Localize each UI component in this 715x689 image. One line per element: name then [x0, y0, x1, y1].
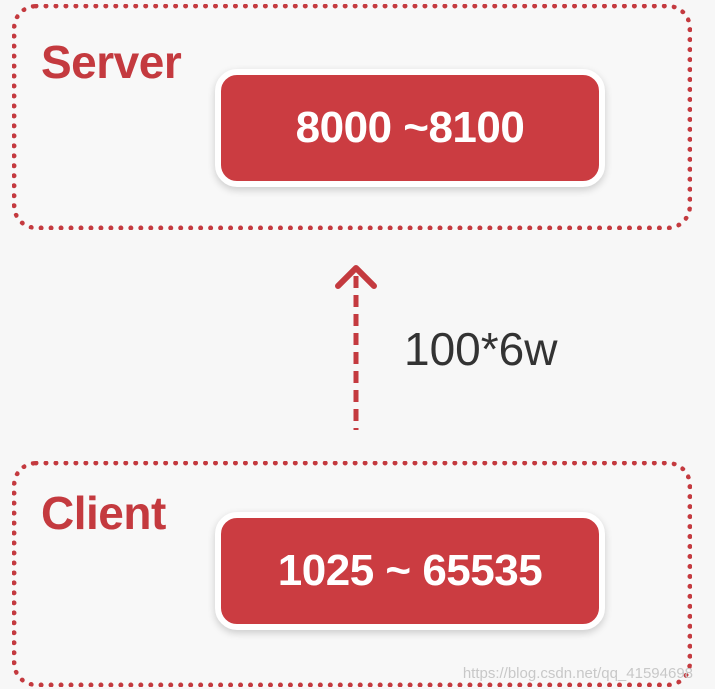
connection-arrow-icon	[335, 265, 377, 430]
client-panel: Client 1025 ~ 65535	[12, 461, 692, 687]
client-port-range: 1025 ~ 65535	[215, 512, 605, 630]
server-port-range: 8000 ~8100	[215, 69, 605, 187]
client-title: Client	[41, 487, 166, 539]
watermark: https://blog.csdn.net/qq_41594698	[462, 665, 693, 682]
server-title: Server	[41, 36, 182, 88]
connection-count-label: 100*6w	[404, 323, 558, 375]
server-panel: Server 8000 ~8100	[12, 4, 692, 230]
